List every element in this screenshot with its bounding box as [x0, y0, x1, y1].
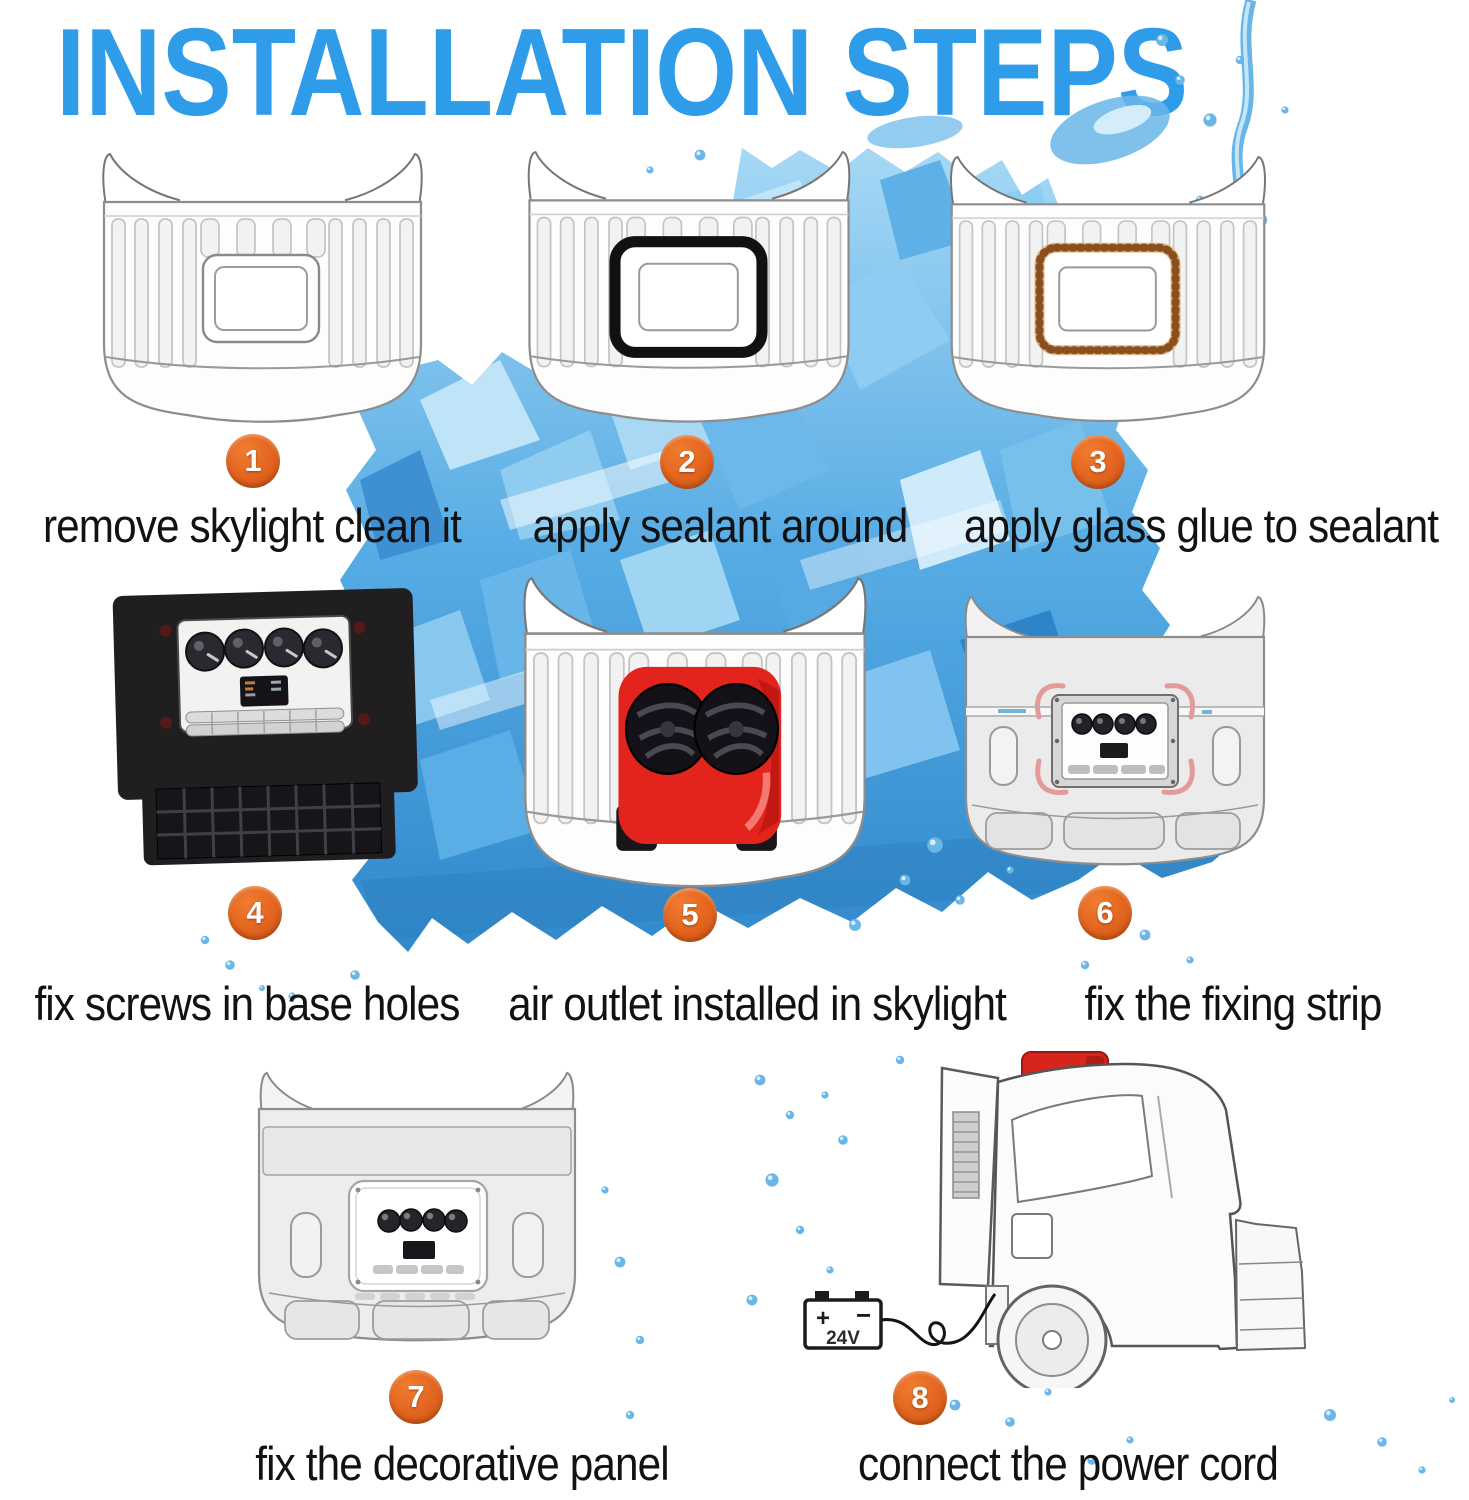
battery-24v: + − 24V: [803, 1291, 883, 1350]
step-6-badge: 6: [1078, 886, 1132, 940]
step-2-caption: apply sealant around: [532, 499, 909, 552]
step-4-badge: 4: [228, 886, 282, 940]
battery-minus-sign: −: [856, 1300, 871, 1330]
step-7-caption: fix the decorative panel: [255, 1437, 669, 1490]
step-8-number: 8: [911, 1380, 929, 1415]
step-5-illustration-air-outlet-installed: [523, 577, 867, 888]
step-3-illustration-glass-glue-applied: [949, 155, 1267, 423]
fixing-strips-pink: [1035, 683, 1195, 795]
battery-voltage-label: 24V: [826, 1328, 860, 1349]
glue-ring: [1034, 242, 1181, 356]
step-2-illustration-sealant-applied: [527, 150, 851, 423]
step-6-number: 6: [1096, 895, 1114, 930]
page-title: INSTALLATION STEPS: [56, 4, 1189, 142]
control-display: [239, 675, 289, 707]
step-3-badge: 3: [1071, 435, 1125, 489]
ac-air-outlet-red: [616, 666, 782, 851]
decorative-panel-white: [347, 1179, 489, 1300]
step-5-badge: 5: [663, 888, 717, 942]
step-1-illustration-roof-skylight-removed: [102, 152, 423, 423]
step-4-number: 4: [246, 895, 264, 930]
step-8-illustration-truck-power-cord: + − 24V: [803, 1051, 1307, 1388]
corner-screws: [159, 621, 371, 729]
step-5-caption: air outlet installed in skylight: [508, 977, 1007, 1030]
step-1-caption: remove skylight clean it: [42, 499, 462, 552]
step-3-number: 3: [1089, 444, 1107, 479]
power-cord: [880, 1293, 997, 1347]
air-grille: [185, 707, 345, 737]
bottom-vent-grid: [155, 782, 383, 860]
step-2-number: 2: [678, 444, 696, 479]
step-3-caption: apply glass glue to sealant: [963, 499, 1439, 552]
sealant-ring: [609, 236, 768, 358]
step-4-illustration-base-unit-screws: [112, 588, 418, 866]
step-8-badge: 8: [893, 1371, 947, 1425]
step-2-badge: 2: [660, 435, 714, 489]
battery-plus-sign: +: [816, 1305, 830, 1332]
front-wheel: [996, 1284, 1108, 1388]
step-4-caption: fix screws in base holes: [34, 977, 460, 1030]
step-6-caption: fix the fixing strip: [1084, 977, 1382, 1030]
skylight-opening: [201, 253, 321, 344]
side-window: [1010, 1094, 1154, 1204]
step-6-illustration-fixing-strip: [964, 595, 1266, 866]
step-8-caption: connect the power cord: [858, 1437, 1279, 1490]
step-7-badge: 7: [389, 1370, 443, 1424]
vent-knobs: [185, 627, 344, 672]
step-1-number: 1: [244, 443, 262, 478]
step-7-illustration-decorative-panel: [257, 1071, 577, 1342]
step-1-badge: 1: [226, 434, 280, 488]
step-5-number: 5: [681, 897, 699, 932]
step-7-number: 7: [407, 1379, 425, 1414]
